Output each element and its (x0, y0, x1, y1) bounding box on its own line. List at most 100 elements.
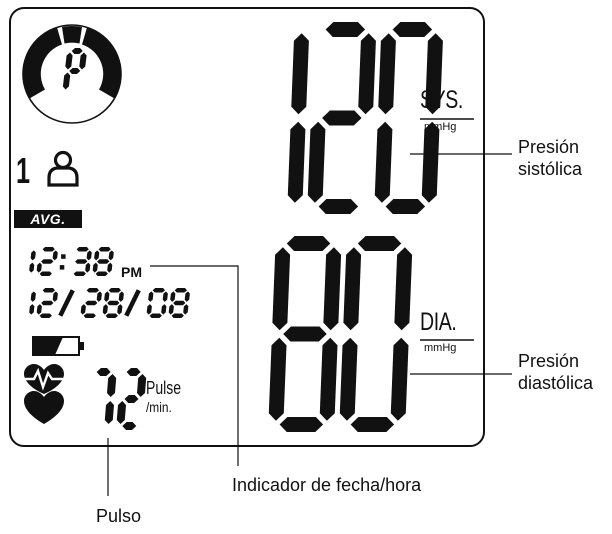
date-slash (58, 289, 75, 317)
segment-b (30, 291, 36, 302)
segment-e (339, 337, 358, 421)
segment-e (102, 304, 108, 315)
segment-d (105, 313, 118, 318)
segment-c (287, 121, 306, 203)
segment-b (107, 374, 117, 397)
segment-c (183, 304, 189, 315)
segment-b (108, 250, 114, 261)
segment-e (80, 304, 86, 315)
digit-8 (268, 236, 342, 432)
callout-pulse: Pulso (96, 506, 142, 526)
pulse-value (96, 368, 147, 430)
segment-d (39, 271, 52, 276)
segment-c (390, 337, 409, 421)
segment-d (39, 313, 52, 318)
segment-g (283, 326, 327, 342)
segment-f (170, 291, 176, 302)
segment-a (108, 288, 121, 293)
heartbeat-icon (22, 364, 66, 394)
segment-d (171, 313, 184, 318)
segment-a (86, 288, 99, 293)
segment-a (42, 247, 55, 252)
segment-d (73, 271, 86, 276)
segment-c (104, 401, 114, 424)
segment-f (104, 291, 110, 302)
segment-d (385, 199, 426, 214)
segment-a (126, 368, 141, 376)
segment-g (69, 68, 81, 74)
segment-a (71, 48, 83, 54)
digit-2 (36, 288, 58, 318)
segment-f (272, 247, 291, 331)
segment-e (168, 304, 174, 315)
pulse-label: Pulse (146, 378, 182, 398)
segment-f (94, 250, 100, 261)
digit-7 (96, 368, 117, 424)
digit-P (62, 48, 87, 90)
digit-2 (116, 368, 147, 430)
segment-a (392, 22, 433, 37)
segment-b (162, 291, 168, 302)
user-number: 1 (16, 150, 31, 191)
segment-g (322, 110, 362, 126)
segment-b (96, 291, 102, 302)
digit-1 (29, 291, 36, 315)
segment-d (350, 417, 395, 432)
battery-icon (32, 336, 84, 356)
digit-2 (80, 288, 102, 318)
segment-f (378, 33, 396, 115)
date-slash (124, 289, 141, 317)
segment-c (29, 304, 35, 315)
segment-b (30, 250, 36, 261)
digit-2 (36, 247, 58, 276)
segment-g (97, 259, 110, 264)
segment-e (36, 262, 42, 273)
segment-b (86, 250, 92, 261)
callout-systolic-line2: sistólica (518, 159, 583, 179)
digit-2 (307, 22, 376, 214)
segment-e (92, 262, 98, 273)
lcd-frame (9, 7, 485, 447)
segment-d (122, 422, 137, 430)
callout-datetime: Indicador de fecha/hora (232, 475, 422, 495)
digit-0 (374, 22, 443, 214)
segment-g (75, 259, 88, 264)
segment-c (29, 262, 35, 273)
digit-8 (92, 247, 114, 276)
segment-d (318, 199, 359, 214)
segment-g (173, 300, 186, 306)
segment-b (291, 33, 309, 115)
segment-c (319, 337, 338, 421)
digit-1 (287, 33, 309, 203)
segment-b (118, 291, 124, 302)
mode-indicator (62, 48, 87, 90)
digit-0 (146, 288, 168, 318)
segment-b (394, 247, 413, 331)
segment-a (98, 247, 111, 252)
dia-unit: mmHg (424, 342, 457, 354)
leader-datetime (150, 265, 239, 466)
callout-diastolic-line1: Presión (518, 351, 580, 371)
segment-a (174, 288, 187, 293)
time-value (29, 247, 114, 276)
segment-b (358, 33, 376, 115)
segment-d (279, 417, 324, 432)
segment-d (83, 313, 96, 318)
segment-g (107, 300, 120, 306)
segment-a (42, 288, 55, 293)
segment-d (95, 271, 108, 276)
segment-a (357, 236, 402, 251)
segment-f (343, 247, 362, 331)
segment-e (36, 304, 42, 315)
systolic-value (287, 22, 443, 214)
ampm-indicator: PM (121, 264, 142, 280)
avg-badge: AVG. (14, 210, 82, 228)
digit-1 (29, 250, 36, 273)
pulse-unit: /min. (146, 399, 172, 415)
segment-c (107, 262, 113, 273)
colon-dot (59, 265, 65, 270)
user-icon (47, 150, 79, 187)
colon-dot (61, 254, 66, 259)
callout-diastolic-line2: diastólica (518, 373, 594, 393)
